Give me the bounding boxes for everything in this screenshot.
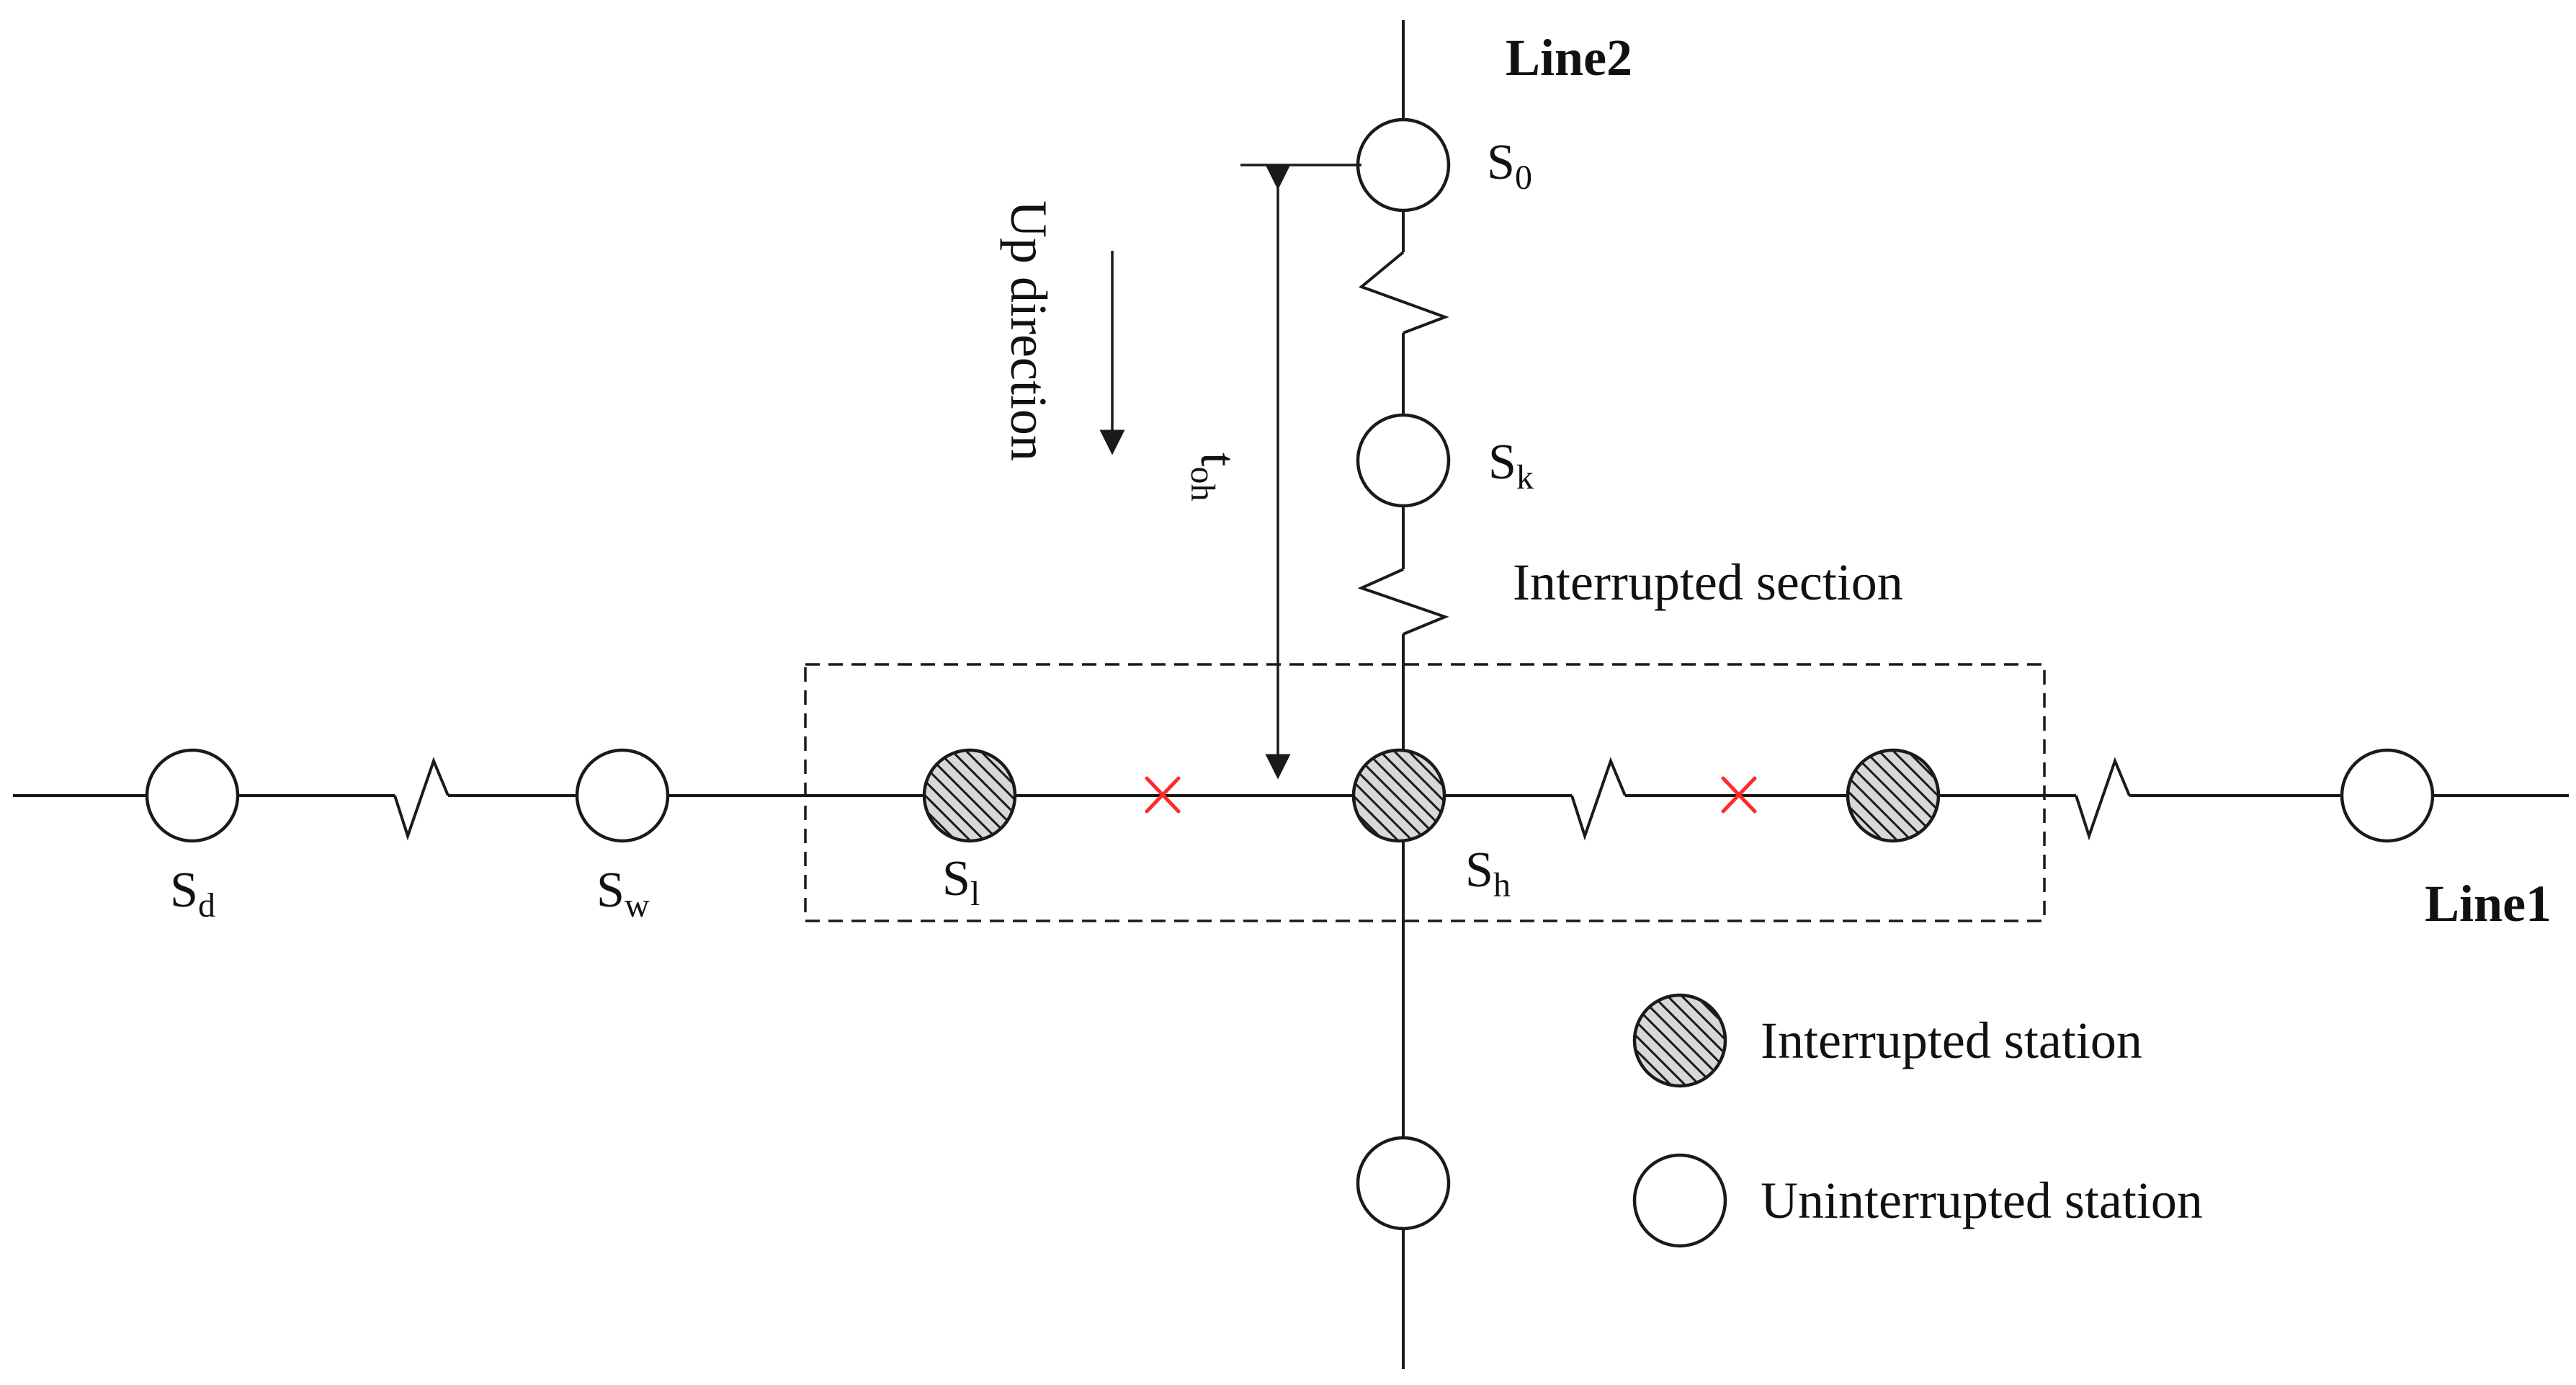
station-sl-label: Sl bbox=[942, 851, 980, 913]
station-sk-label: Sk bbox=[1488, 435, 1534, 496]
line2-label: Line2 bbox=[1506, 29, 1632, 86]
line1-track bbox=[13, 757, 2569, 841]
station-sh[interactable] bbox=[1351, 748, 1446, 843]
station-line2-bottom[interactable] bbox=[1356, 1136, 1451, 1231]
legend: Interrupted station Uninterrupted statio… bbox=[1632, 993, 2203, 1248]
station-sk[interactable] bbox=[1356, 413, 1451, 508]
station-line1-right[interactable] bbox=[2340, 748, 2435, 843]
line1-label: Line1 bbox=[2425, 875, 2552, 932]
legend-uninterrupted-swatch bbox=[1632, 1153, 1727, 1248]
station-interrupted-right[interactable] bbox=[1846, 748, 1941, 843]
station-s0[interactable] bbox=[1356, 117, 1451, 213]
station-sh-label: Sh bbox=[1465, 842, 1511, 904]
up-direction-label: Up direction bbox=[1000, 200, 1057, 461]
line2-track bbox=[1357, 20, 1449, 1369]
break-marker-right bbox=[1721, 776, 1757, 814]
legend-uninterrupted-label: Uninterrupted station bbox=[1761, 1172, 2203, 1229]
legend-interrupted-label: Interrupted station bbox=[1761, 1012, 2142, 1069]
break-marker-left bbox=[1145, 776, 1181, 814]
station-sw[interactable] bbox=[575, 748, 670, 843]
station-sl[interactable] bbox=[922, 748, 1017, 843]
station-sd[interactable] bbox=[145, 748, 240, 843]
station-sw-label: Sw bbox=[596, 863, 650, 925]
legend-interrupted-swatch bbox=[1632, 993, 1727, 1088]
interrupted-section-box bbox=[804, 663, 2046, 922]
station-s0-label: S0 bbox=[1487, 135, 1532, 197]
t-oh-label: toh bbox=[1184, 453, 1245, 501]
station-sd-label: Sd bbox=[170, 863, 215, 925]
interrupted-section-label: Interrupted section bbox=[1513, 553, 1903, 611]
